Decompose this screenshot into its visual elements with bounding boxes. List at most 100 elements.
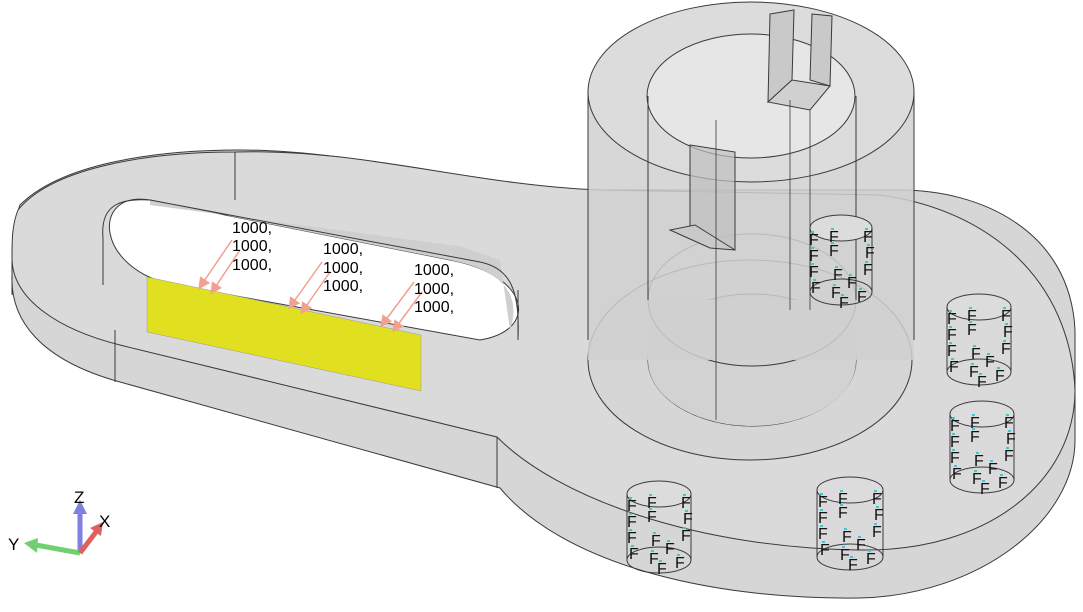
bolt-holes[interactable] [626, 214, 1015, 574]
constraint-label: F [865, 245, 875, 262]
constraint-label: F [977, 374, 987, 391]
bolt-hole[interactable] [946, 293, 1012, 386]
constraint-label: F [952, 466, 962, 483]
constraint-label: F [1006, 431, 1016, 448]
constraint-label: F [811, 280, 821, 297]
constraint-mark [1006, 447, 1009, 449]
svg-text:1000,: 1000, [414, 281, 454, 298]
triad-icon: Z X Y [8, 488, 110, 556]
selected-face[interactable] [146, 276, 422, 392]
constraint-mark [629, 513, 632, 515]
constraint-label: F [649, 551, 659, 568]
constraint-label: F [947, 343, 957, 360]
constraint-label: F [872, 524, 882, 541]
constraint-mark [874, 490, 877, 492]
constraint-mark [971, 363, 974, 365]
axis-y-label: Y [8, 535, 19, 554]
constraint-mark [833, 284, 836, 286]
constraint-mark [683, 494, 686, 496]
constraint-label: F [848, 557, 858, 574]
constraint-label: F [857, 289, 867, 306]
bolt-hole[interactable] [816, 476, 884, 571]
constraint-label: F [627, 530, 637, 547]
constraint-label: F [969, 364, 979, 381]
bolt-hole[interactable] [949, 400, 1015, 494]
constraint-mark [667, 540, 670, 542]
load-arrow-icon [288, 261, 331, 315]
constraint-mark [997, 367, 1000, 369]
constraint-label: F [967, 322, 977, 339]
constraint-label: F [1001, 308, 1011, 325]
constraint-mark [1008, 430, 1011, 432]
bolt-hole[interactable] [809, 214, 873, 306]
constraint-label: F [820, 542, 830, 559]
constraint-mark [631, 545, 634, 547]
constraint-label: F [950, 418, 960, 435]
constraint-label: F [829, 243, 839, 260]
constraint-label: F [1001, 341, 1011, 358]
constraint-mark [952, 417, 955, 419]
svg-text:1000,: 1000, [414, 262, 454, 279]
constraint-label: F [947, 327, 957, 344]
constraint-label: F [818, 526, 828, 543]
svg-text:1000,: 1000, [232, 238, 272, 255]
constraint-mark [952, 433, 955, 435]
constraint-label: F [950, 450, 960, 467]
constraint-label: F [809, 232, 819, 249]
constraint-label: F [950, 434, 960, 451]
constraint-label: F [970, 415, 980, 432]
boss-cylinder[interactable] [587, 1, 915, 461]
constraint-mark [842, 546, 845, 548]
constraint-mark [868, 550, 871, 552]
constraint-mark [979, 373, 982, 375]
constraint-mark [1006, 414, 1009, 416]
constraint-label: F [972, 471, 982, 488]
constraint-mark [840, 504, 843, 506]
constraint-label: F [818, 494, 828, 511]
constraint-label: F [629, 546, 639, 563]
constraint-label: F [995, 368, 1005, 385]
constraint-label: F [863, 262, 873, 279]
constraint-label: F [866, 551, 876, 568]
constraint-label: F [665, 541, 675, 558]
constraint-mark [811, 231, 814, 233]
constraint-mark [858, 536, 861, 538]
constraint-mark [949, 326, 952, 328]
constraint-mark [820, 509, 823, 511]
svg-text:1000,: 1000, [232, 220, 272, 237]
axis-x-label: X [99, 512, 110, 531]
slot-hole[interactable] [102, 198, 519, 392]
constraint-mark [811, 247, 814, 249]
constraint-mark [813, 279, 816, 281]
bolt-hole[interactable] [626, 480, 692, 574]
constraint-label: F [1004, 448, 1014, 465]
constraint-mark [850, 556, 853, 558]
constraint-label: F [681, 528, 691, 545]
constraint-mark [974, 470, 977, 472]
svg-text:1000,: 1000, [414, 299, 454, 316]
constraint-label: F [947, 311, 957, 328]
load-label-1: 1000, 1000, 1000, [232, 220, 272, 274]
constraint-label: F [874, 507, 884, 524]
constraint-mark [969, 321, 972, 323]
constraint-mark [820, 493, 823, 495]
constraint-mark [683, 527, 686, 529]
constraint-mark [649, 508, 652, 510]
constraint-mark [811, 263, 814, 265]
constraint-label: F [1003, 324, 1013, 341]
constraint-mark [972, 428, 975, 430]
constraint-label: F [829, 229, 839, 246]
svg-text:1000,: 1000, [323, 278, 363, 295]
constraint-label: F [840, 547, 850, 564]
constraint-label: F [847, 275, 857, 292]
constraint-label: F [831, 285, 841, 302]
svg-text:1000,: 1000, [232, 257, 272, 274]
constraint-label: F [863, 229, 873, 246]
constraint-mark [876, 506, 879, 508]
constraint-label: F [1004, 415, 1014, 432]
constraint-mark [1005, 323, 1008, 325]
constraint-label: F [970, 429, 980, 446]
